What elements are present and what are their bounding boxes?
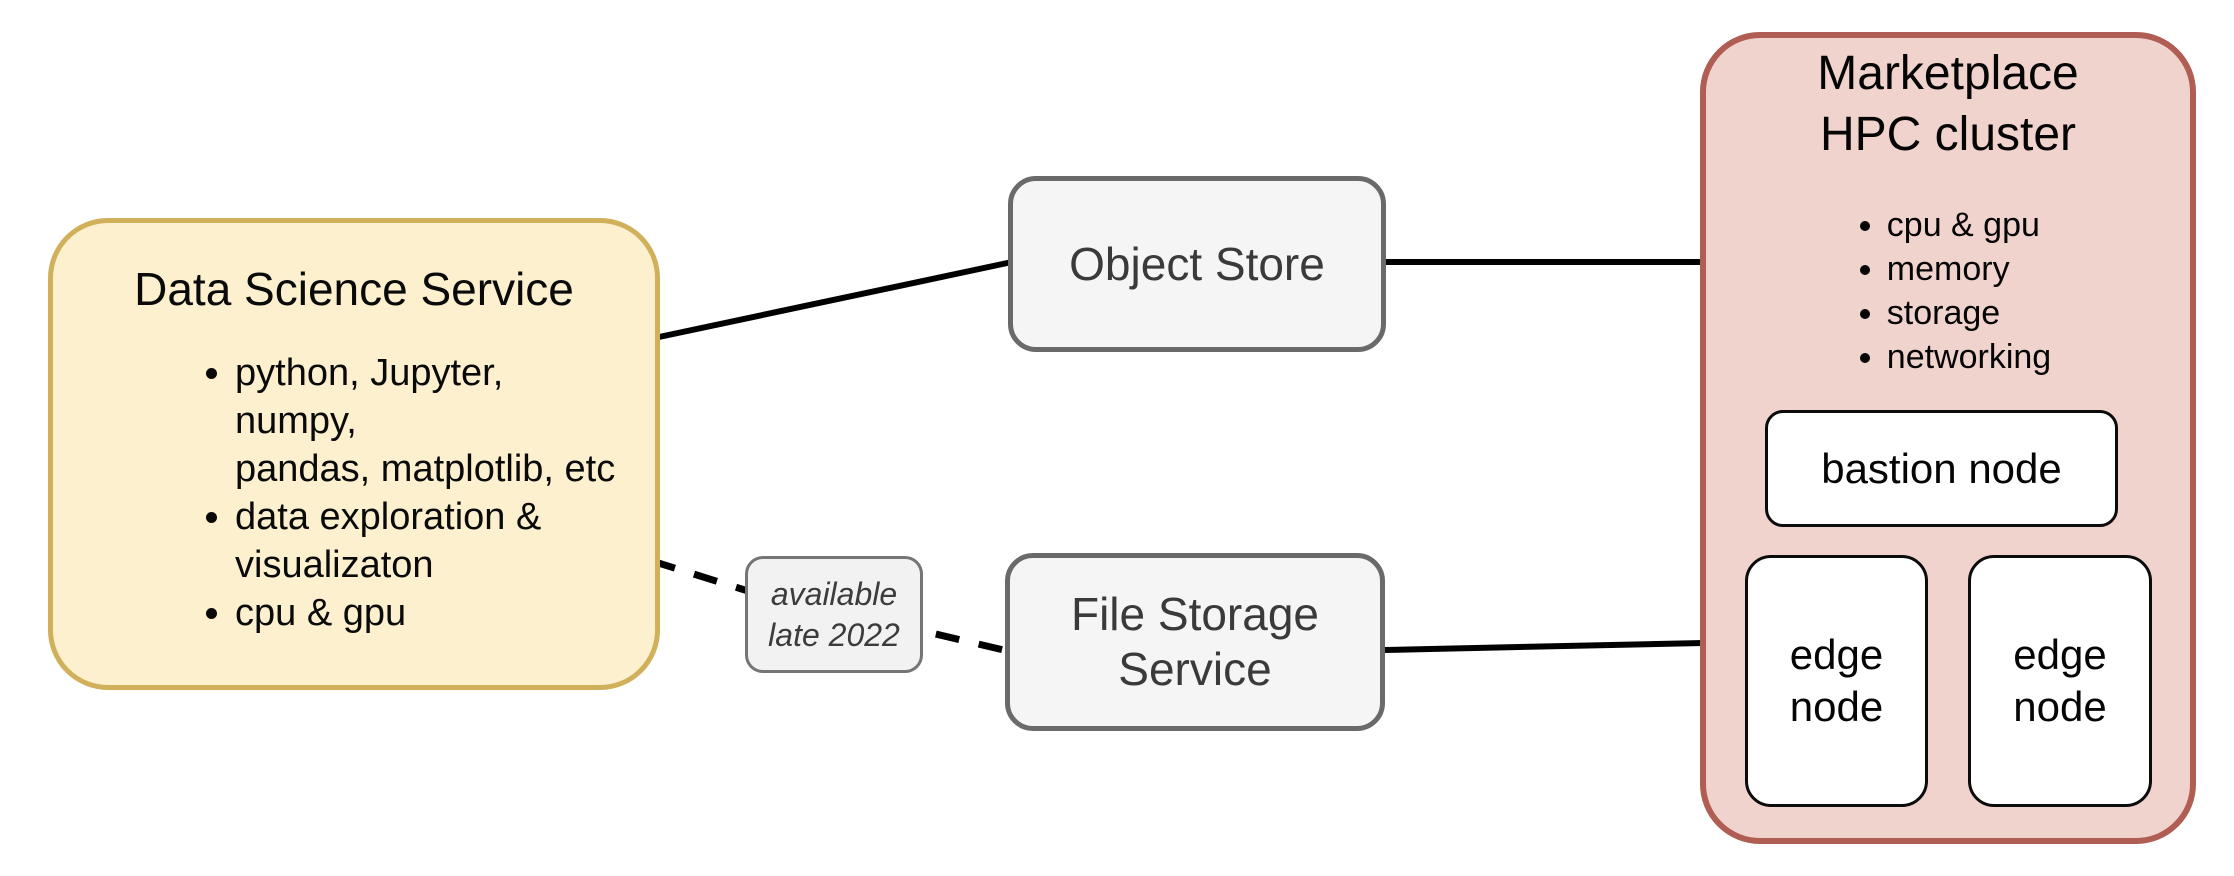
edge-file-storage-to-hpc-cluster bbox=[1383, 640, 1704, 653]
list-item: storage bbox=[1887, 291, 2051, 335]
list-item: python, Jupyter, numpy, pandas, matplotl… bbox=[235, 349, 631, 493]
data-science-service-title: Data Science Service bbox=[134, 263, 574, 315]
node-data-science-service: Data Science Service python, Jupyter, nu… bbox=[48, 218, 660, 690]
list-item: memory bbox=[1887, 247, 2051, 291]
list-item: networking bbox=[1887, 335, 2051, 379]
bastion-node-label: bastion node bbox=[1821, 444, 2062, 492]
object-store-label: Object Store bbox=[1069, 237, 1325, 290]
list-item: data exploration & visualizaton bbox=[235, 493, 631, 589]
node-edge-1: edge node bbox=[1745, 555, 1928, 807]
hpc-cluster-title: Marketplace HPC cluster bbox=[1817, 47, 2079, 161]
edge-availability-label: available late 2022 bbox=[745, 556, 923, 673]
data-science-feature-list: python, Jupyter, numpy, pandas, matplotl… bbox=[53, 349, 631, 637]
list-item: cpu & gpu bbox=[235, 589, 631, 637]
node-edge-2: edge node bbox=[1968, 555, 2152, 807]
node-object-store: Object Store bbox=[1008, 176, 1386, 352]
node-marketplace-hpc-cluster: Marketplace HPC cluster cpu & gpu memory… bbox=[1700, 32, 2196, 844]
list-item: cpu & gpu bbox=[1887, 203, 2051, 247]
node-file-storage-service: File Storage Service bbox=[1005, 553, 1385, 731]
node-bastion: bastion node bbox=[1765, 410, 2118, 527]
hpc-resource-list: cpu & gpu memory storage networking bbox=[1845, 203, 2051, 379]
edge-data-science-to-object-store bbox=[658, 259, 1013, 340]
